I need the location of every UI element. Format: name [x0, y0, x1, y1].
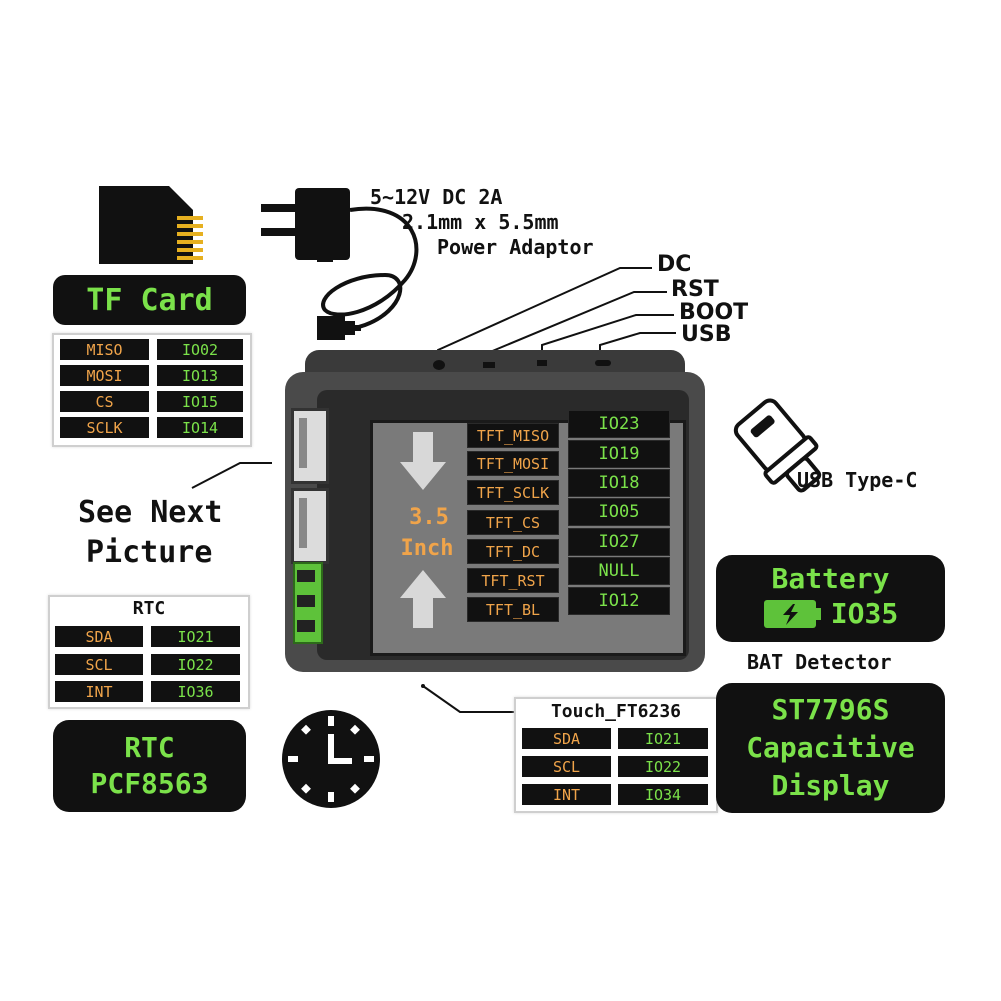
tf-card-title-text: TF Card	[86, 282, 213, 318]
rtc-pill: RTC PCF8563	[53, 720, 246, 812]
rtc-pin-name: SDA	[55, 626, 143, 647]
sd-card-icon	[99, 186, 203, 264]
screen-pin-io: IO19	[568, 440, 670, 468]
tf-pin-io: IO13	[157, 365, 243, 386]
screen-pin-name: TFT_CS	[467, 510, 559, 535]
tf-pin-io: IO15	[157, 391, 243, 412]
battery-caption: BAT Detector	[747, 650, 892, 674]
rtc-pin-io: IO22	[151, 654, 240, 675]
power-adaptor-icon	[261, 188, 419, 340]
screen-pin-io: IO05	[568, 498, 670, 526]
see-next-line1: See Next	[78, 495, 223, 530]
screen-size-value: 3.5	[409, 505, 449, 530]
screen-pin-name: TFT_RST	[467, 568, 559, 593]
screen-pin-io: NULL	[568, 557, 670, 585]
screen-pin-name: TFT_MOSI	[467, 451, 559, 476]
power-spec-line3: Power Adaptor	[437, 235, 594, 259]
touch-pin-io: IO22	[618, 756, 708, 777]
tf-card-title: TF Card	[53, 275, 246, 325]
tf-pin-io: IO02	[157, 339, 243, 360]
display-pill: ST7796S Capacitive Display	[716, 683, 945, 813]
rtc-pin-name: INT	[55, 681, 143, 702]
label-boot: BOOT	[679, 300, 749, 325]
screen-pin-name: TFT_DC	[467, 539, 559, 564]
tf-pin-name: MISO	[60, 339, 149, 360]
rtc-pin-io: IO36	[151, 681, 240, 702]
display-pill-line1: ST7796S	[771, 693, 890, 726]
battery-io: IO35	[830, 597, 899, 630]
power-spec-line2: 2.1mm x 5.5mm	[402, 210, 559, 234]
see-next-line2: Picture	[86, 535, 213, 570]
battery-icon	[763, 599, 821, 628]
display-pill-line2: Capacitive	[746, 731, 915, 764]
screen-pin-name: TFT_SCLK	[467, 480, 559, 505]
screen-pin-io: IO23	[568, 410, 670, 438]
touch-pin-io: IO21	[618, 728, 708, 749]
display-pill-line3: Display	[771, 769, 890, 802]
tf-pin-name: MOSI	[60, 365, 149, 386]
rtc-pin-io: IO21	[151, 626, 240, 647]
touch-pin-name: INT	[522, 784, 611, 805]
battery-title: Battery	[771, 562, 890, 595]
touch-pin-name: SCL	[522, 756, 611, 777]
rtc-table-title: RTC	[132, 598, 166, 619]
screen-pin-name: TFT_BL	[467, 597, 559, 622]
rtc-pill-line2: PCF8563	[90, 767, 209, 800]
touch-pin-name: SDA	[522, 728, 611, 749]
rtc-pin-table: RTC SDA IO21 SCL IO22 INT IO36	[48, 595, 250, 709]
rtc-pin-name: SCL	[55, 654, 143, 675]
screen-pin-name: TFT_MISO	[467, 423, 559, 448]
screen-pin-io: IO27	[568, 528, 670, 556]
clock-icon	[282, 710, 380, 808]
usb-type-c-label: USB Type-C	[797, 468, 918, 492]
label-usb: USB	[681, 322, 732, 347]
tf-card-pin-table: MISO IO02 MOSI IO13 CS IO15 SCLK IO14	[52, 333, 252, 447]
screen-size-unit: Inch	[400, 536, 454, 561]
touch-table-title: Touch_FT6236	[550, 701, 682, 722]
screen-pin-io: IO12	[568, 587, 670, 615]
arrow-down-icon	[400, 432, 446, 490]
tf-pin-name: CS	[60, 391, 149, 412]
usb-type-c-icon	[733, 398, 822, 493]
label-rst: RST	[671, 277, 719, 302]
label-dc: DC	[657, 252, 692, 277]
battery-pill: Battery IO35	[716, 555, 945, 642]
power-spec-line1: 5~12V DC 2A	[370, 185, 503, 209]
arrow-up-icon	[400, 570, 446, 628]
touch-pin-table: Touch_FT6236 SDA IO21 SCL IO22 INT IO34	[514, 697, 718, 813]
rtc-pill-line1: RTC	[124, 731, 175, 764]
touch-pin-io: IO34	[618, 784, 708, 805]
screen-pin-io: IO18	[568, 469, 670, 497]
tf-pin-io: IO14	[157, 417, 243, 438]
tf-pin-name: SCLK	[60, 417, 149, 438]
